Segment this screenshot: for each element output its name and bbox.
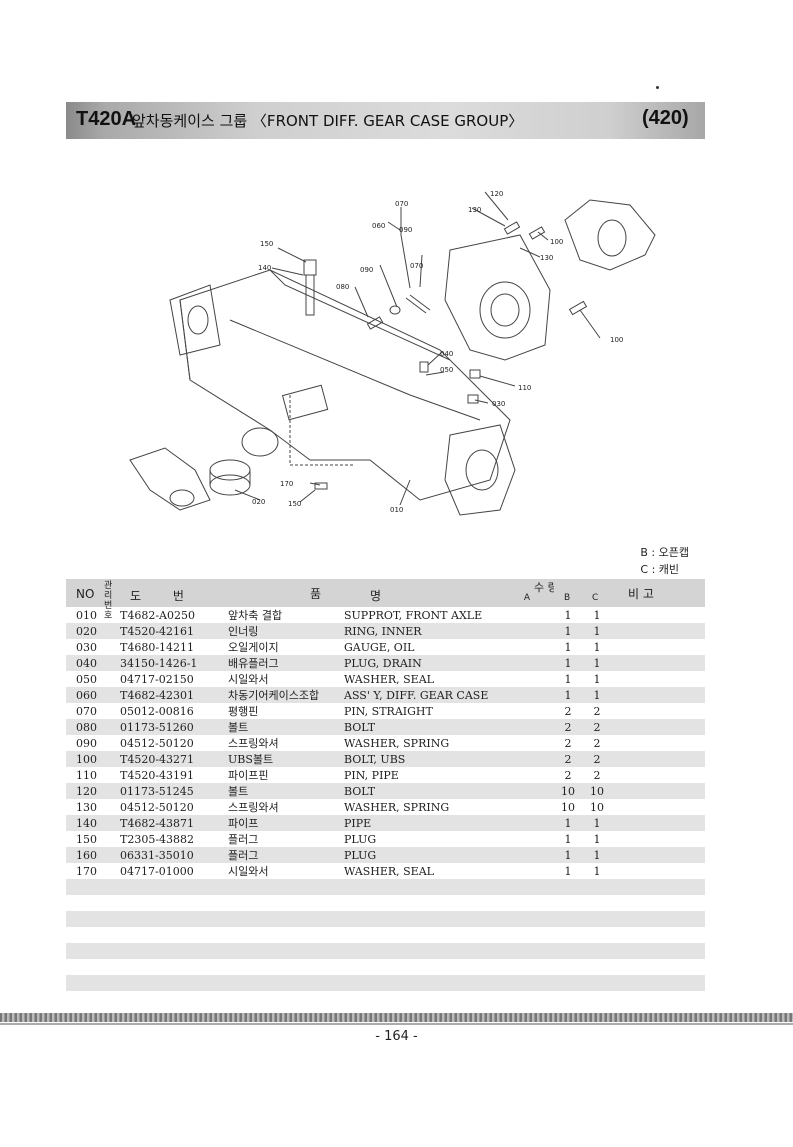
- label-170: 170: [280, 480, 293, 488]
- label-040: 040: [440, 350, 453, 358]
- table-row: 120 01173-51245 볼트 BOLT 10 10: [66, 783, 705, 799]
- label-100: 100: [610, 336, 623, 344]
- table-row-empty: [66, 879, 705, 895]
- header-name-a: 품: [228, 579, 344, 607]
- page-title: 앞차동케이스 그룹 〈FRONT DIFF. GEAR CASE GROUP〉: [132, 112, 524, 130]
- table-row-empty: [66, 895, 705, 911]
- table-row: 130 04512-50120 스프링와셔 WASHER, SPRING 10 …: [76, 800, 604, 815]
- legend-b: B : 오픈캡: [640, 546, 689, 559]
- table-row-empty: [66, 927, 705, 943]
- page-number: - 164 -: [375, 1029, 418, 1044]
- footer-rule: [0, 1013, 793, 1022]
- table-row: 080 01173-51260 볼트 BOLT 2 2: [66, 719, 705, 735]
- label-080: 080: [336, 283, 349, 291]
- label-100: 100: [550, 238, 563, 246]
- table-row: 060 T4682-42301 차동기어케이스조합 ASS' Y, DIFF. …: [66, 687, 705, 703]
- legend: B : 오픈캡 C : 캐빈: [640, 544, 689, 578]
- label-090: 090: [399, 226, 412, 234]
- label-050: 050: [440, 366, 453, 374]
- label-150: 150: [288, 500, 301, 508]
- table-row: 150 T2305-43882 플러그 PLUG 1 1: [76, 832, 601, 847]
- table-row: 090 04512-50120 스프링와셔 WASHER, SPRING 2 2: [76, 736, 601, 751]
- label-070: 070: [395, 200, 408, 208]
- table-row-empty: [66, 911, 705, 927]
- label-140: 140: [258, 264, 271, 272]
- group-code: T420A: [76, 108, 137, 130]
- table-row: 140 T4682-43871 파이프 PIPE 1 1: [66, 815, 705, 831]
- exploded-parts-diagram: 070 060 090 120 130 100 130 150 140 090 …: [129, 190, 656, 516]
- table-row: 160 06331-35010 플러그 PLUG 1 1: [66, 847, 705, 863]
- title-bar: [66, 102, 705, 139]
- label-070: 070: [410, 262, 423, 270]
- table-row: 020 T4520-42161 인너링 RING, INNER 1 1: [66, 623, 705, 639]
- scan-dot: [656, 86, 659, 89]
- table-row: 070 05012-00816 평행핀 PIN, STRAIGHT 2 2: [76, 704, 601, 719]
- label-030: 030: [492, 400, 505, 408]
- table-row: 030 T4680-14211 오일게이지 GAUGE, OIL 1 1: [76, 640, 601, 655]
- table-row-empty: [66, 975, 705, 991]
- table-row: 040 34150-1426-1 배유플러그 PLUG, DRAIN 1 1: [66, 655, 705, 671]
- label-110: 110: [518, 384, 531, 392]
- label-120: 120: [490, 190, 503, 198]
- header-qty-gap: 수 량: [534, 579, 558, 607]
- label-130: 130: [540, 254, 553, 262]
- header-drawing-no: 도 번: [120, 579, 228, 607]
- header-col-c: C: [582, 579, 612, 607]
- table-row-empty: [66, 943, 705, 959]
- table-row: 010 T4682-A0250 앞차축 결합 SUPPROT, FRONT AX…: [76, 608, 601, 623]
- table-row: 050 04717-02150 시일와서 WASHER, SEAL 1 1: [76, 672, 601, 687]
- label-010: 010: [390, 506, 403, 514]
- header-col-b: B: [554, 579, 582, 607]
- table-row: 170 04717-01000 시일와서 WASHER, SEAL 1 1: [76, 864, 601, 879]
- table-row-empty: [66, 959, 705, 975]
- label-150: 150: [260, 240, 273, 248]
- label-130: 130: [468, 206, 481, 214]
- legend-c: C : 캐빈: [640, 563, 680, 576]
- table-row: 110 T4520-43191 파이프핀 PIN, PIPE 2 2: [76, 768, 601, 783]
- header-remarks: 비 고: [612, 579, 705, 607]
- table-row: 100 T4520-43271 UBS볼트 BOLT, UBS 2 2: [66, 751, 705, 767]
- label-020: 020: [252, 498, 265, 506]
- footer-rule-thin: [0, 1023, 793, 1025]
- group-number: (420): [642, 107, 689, 129]
- label-090: 090: [360, 266, 373, 274]
- label-060: 060: [372, 222, 385, 230]
